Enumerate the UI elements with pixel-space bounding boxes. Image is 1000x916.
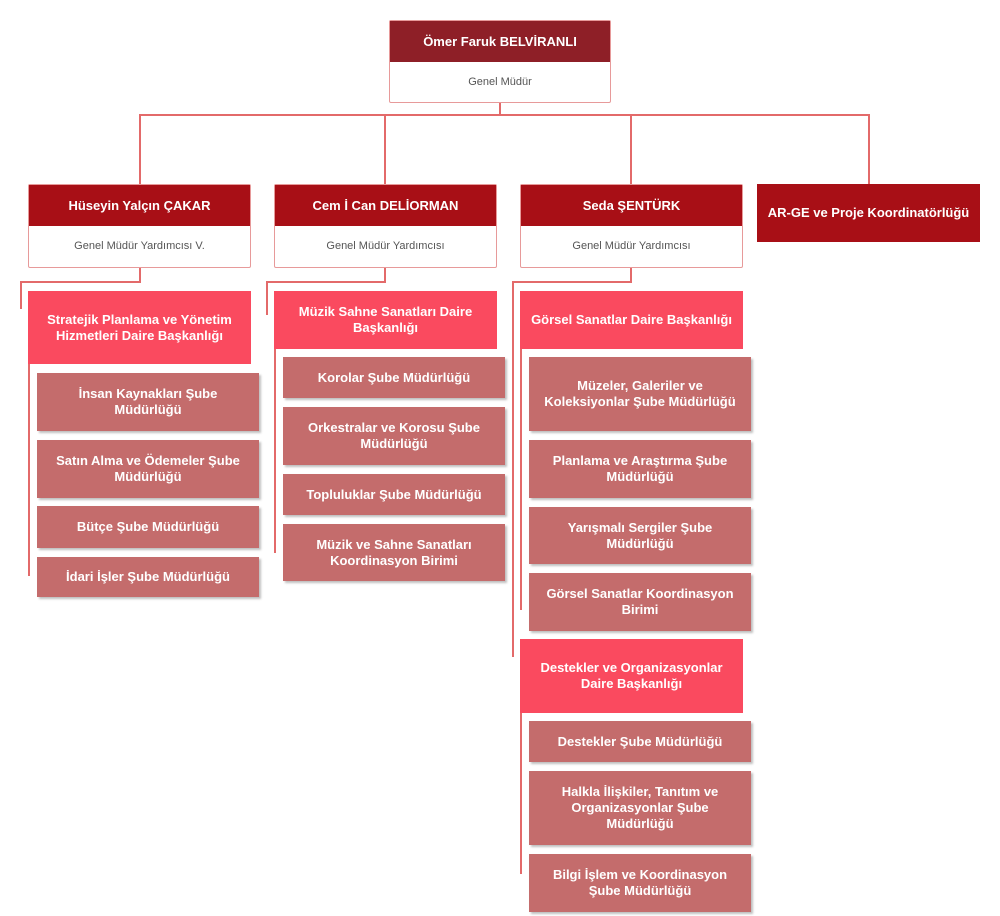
unit-box: Bütçe Şube Müdürlüğü — [37, 506, 259, 548]
connector — [20, 281, 22, 309]
dept-box: Destekler ve Organizasyonlar Daire Başka… — [520, 639, 743, 713]
unit-box: Topluluklar Şube Müdürlüğü — [283, 474, 505, 515]
ceo-title: Genel Müdür — [468, 76, 532, 88]
connector — [28, 364, 30, 576]
connector — [512, 281, 632, 283]
unit-box: Müzik ve Sahne Sanatları Koordinasyon Bi… — [283, 524, 505, 581]
deputy-card-1: Hüseyin Yalçın ÇAKAR Genel Müdür Yardımc… — [28, 184, 251, 268]
unit-box: Yarışmalı Sergiler Şube Müdürlüğü — [529, 507, 751, 564]
connector — [274, 348, 276, 553]
connector — [384, 114, 386, 186]
unit-box: Bilgi İşlem ve Koordinasyon Şube Müdürlü… — [529, 854, 751, 912]
connector — [512, 281, 514, 657]
deputy-card-2: Cem İ Can DELİORMAN Genel Müdür Yardımcı… — [274, 184, 497, 268]
connector — [499, 102, 501, 116]
deputy-title: Genel Müdür Yardımcısı — [326, 240, 445, 252]
connector — [630, 114, 632, 186]
unit-box: Planlama ve Araştırma Şube Müdürlüğü — [529, 440, 751, 498]
unit-box: Görsel Sanatlar Koordinasyon Birimi — [529, 573, 751, 631]
unit-box: Halkla İlişkiler, Tanıtım ve Organizasyo… — [529, 771, 751, 845]
connector — [868, 114, 870, 186]
deputy-title: Genel Müdür Yardımcısı — [572, 240, 691, 252]
dept-box: Müzik Sahne Sanatları Daire Başkanlığı — [274, 291, 497, 349]
connector — [139, 114, 141, 186]
ceo-card: Ömer Faruk BELVİRANLI Genel Müdür — [389, 20, 611, 103]
deputy-name: Seda ŞENTÜRK — [521, 185, 742, 226]
connector — [266, 281, 268, 315]
unit-box: Korolar Şube Müdürlüğü — [283, 357, 505, 398]
deputy-name: Hüseyin Yalçın ÇAKAR — [29, 185, 250, 226]
connector — [139, 267, 141, 282]
deputy-card-3: Seda ŞENTÜRK Genel Müdür Yardımcısı — [520, 184, 743, 268]
unit-box: Müzeler, Galeriler ve Koleksiyonlar Şube… — [529, 357, 751, 431]
deputy-title: Genel Müdür Yardımcısı V. — [74, 240, 205, 252]
unit-box: İnsan Kaynakları Şube Müdürlüğü — [37, 373, 259, 431]
connector — [266, 281, 386, 283]
dept-box: Görsel Sanatlar Daire Başkanlığı — [520, 291, 743, 349]
connector — [20, 281, 141, 283]
connector — [520, 712, 522, 874]
deputy-name: Cem İ Can DELİORMAN — [275, 185, 496, 226]
unit-box: İdari İşler Şube Müdürlüğü — [37, 557, 259, 597]
connector — [384, 267, 386, 282]
dept-box: Stratejik Planlama ve Yönetim Hizmetleri… — [28, 291, 251, 364]
connector — [520, 348, 522, 610]
unit-box: Satın Alma ve Ödemeler Şube Müdürlüğü — [37, 440, 259, 498]
unit-box: Destekler Şube Müdürlüğü — [529, 721, 751, 762]
ceo-name: Ömer Faruk BELVİRANLI — [390, 21, 610, 62]
connector — [139, 114, 870, 116]
unit-box: Orkestralar ve Korosu Şube Müdürlüğü — [283, 407, 505, 465]
arge-box: AR-GE ve Proje Koordinatörlüğü — [757, 184, 980, 242]
connector — [630, 267, 632, 282]
